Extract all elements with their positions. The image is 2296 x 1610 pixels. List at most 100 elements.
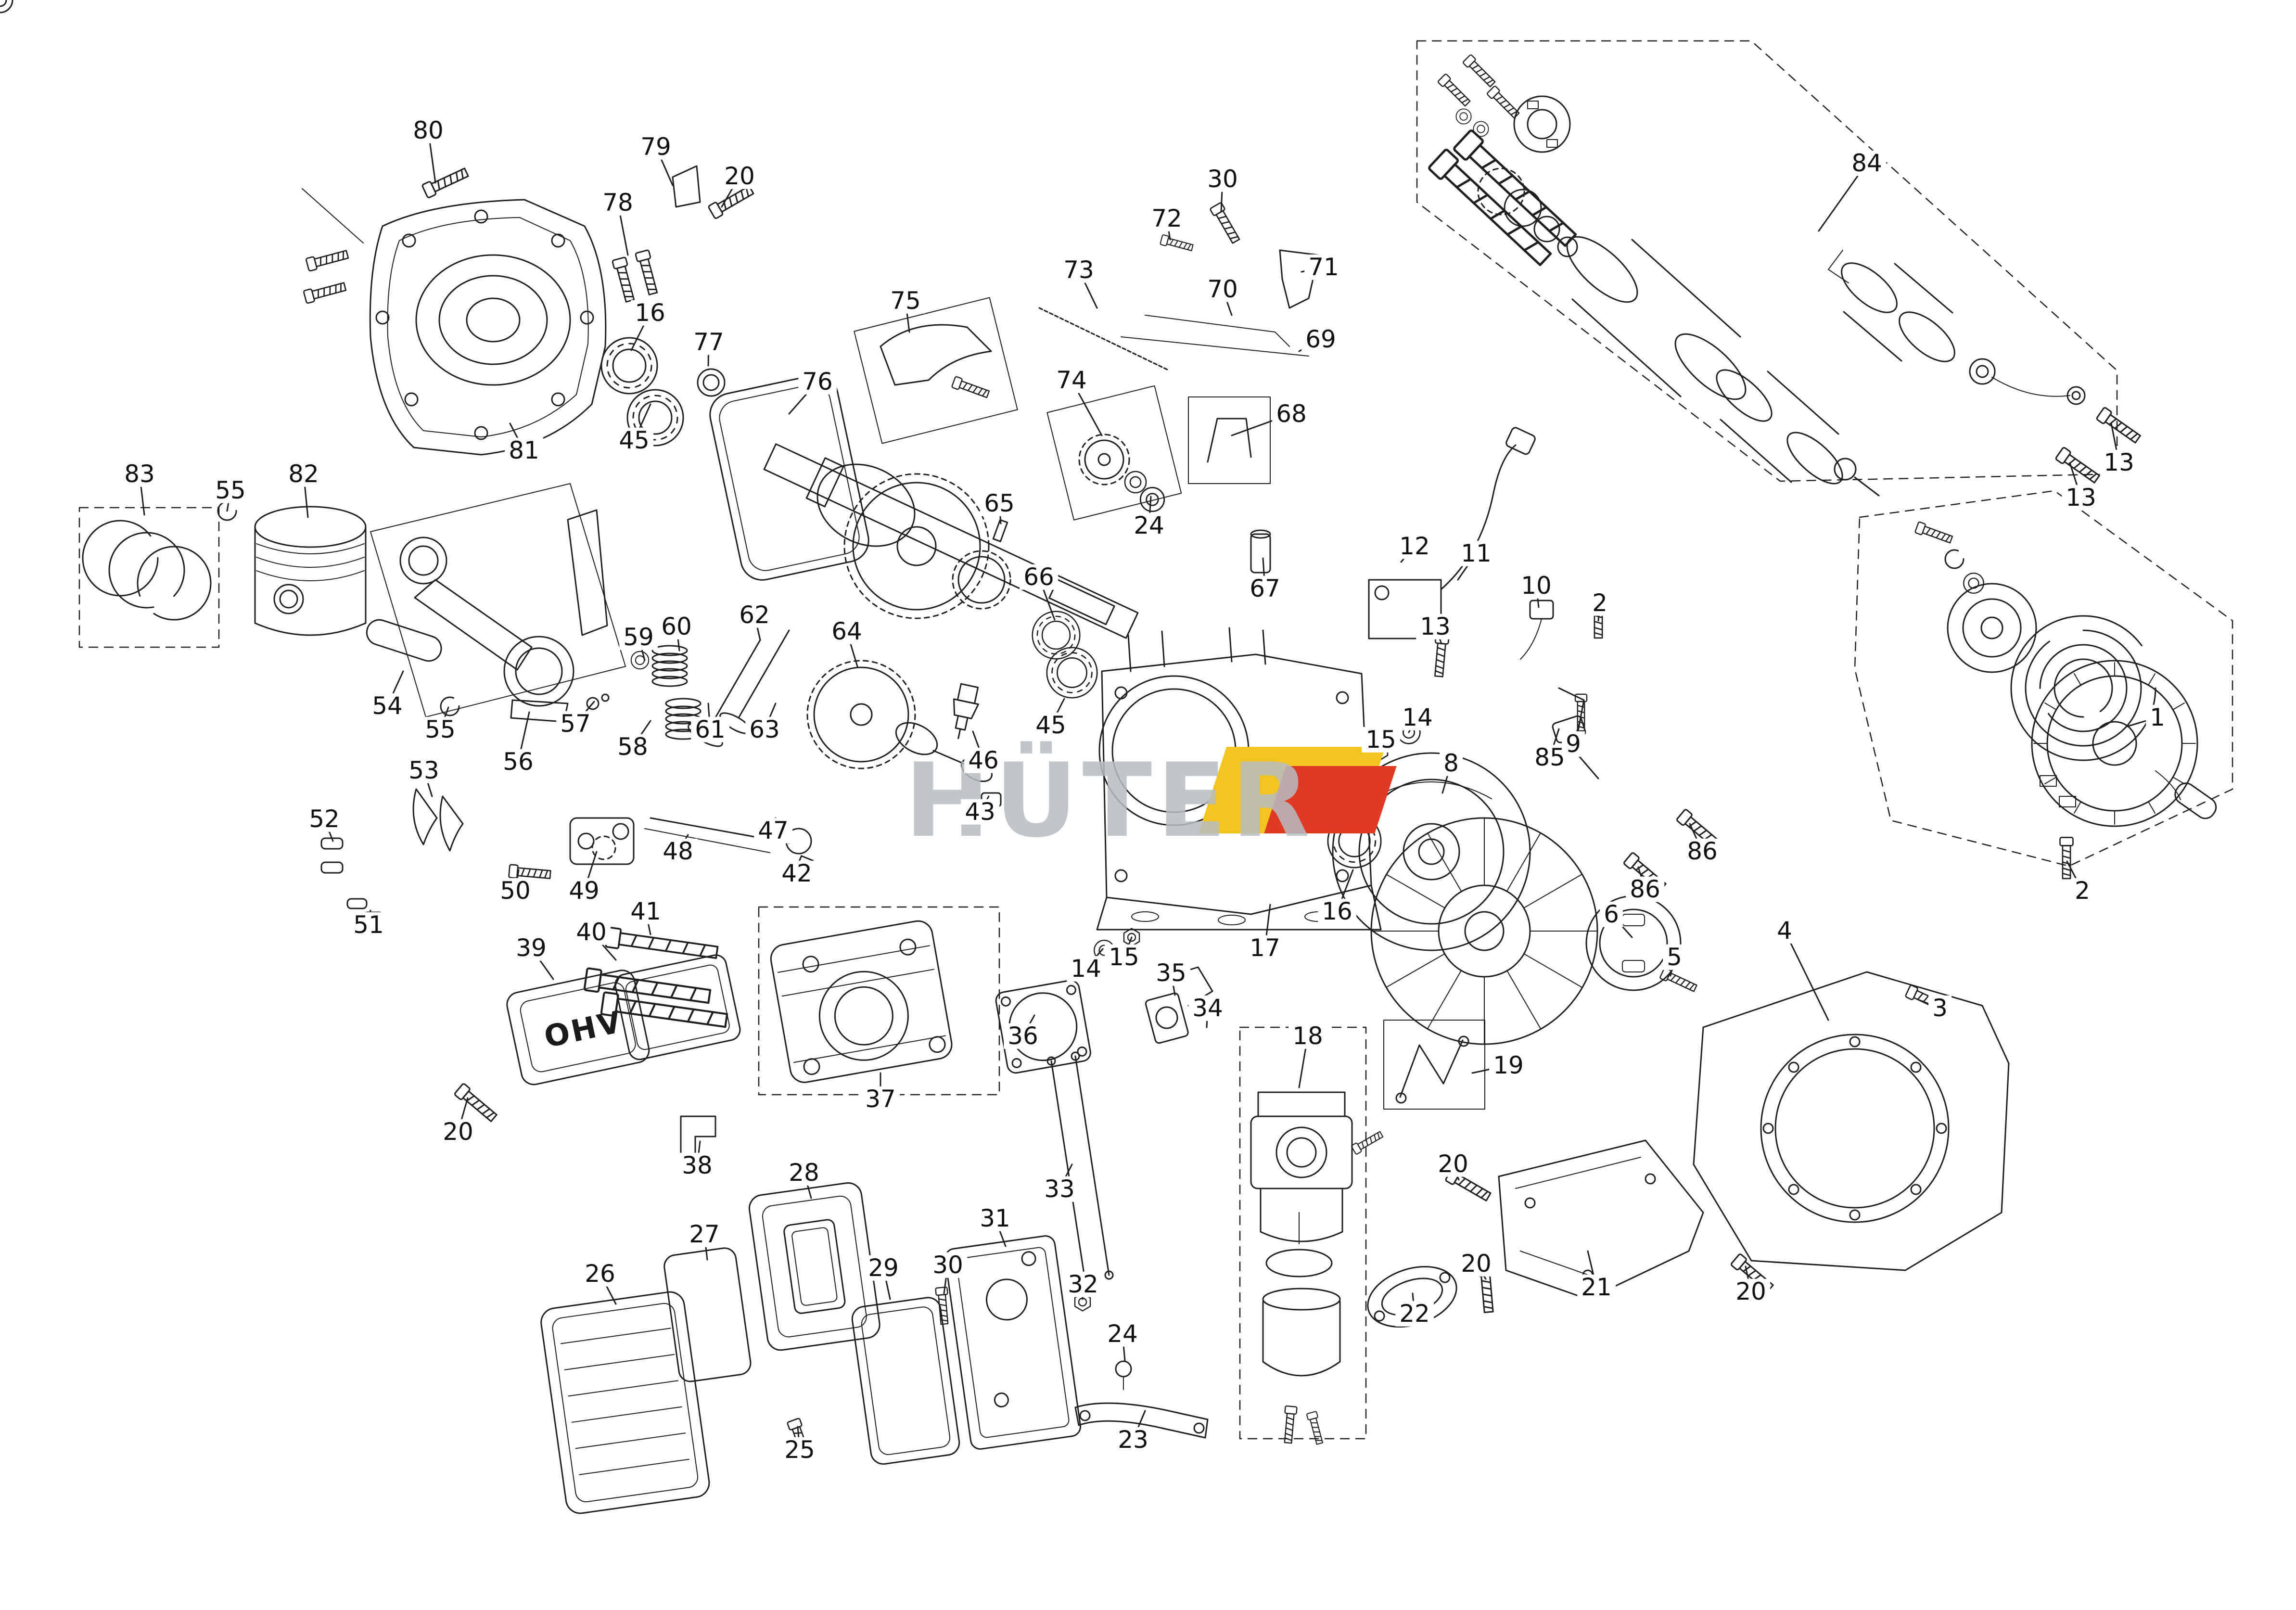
- breather-tube-23: [1074, 1402, 1209, 1439]
- valve-cover-gasket: [614, 954, 741, 1061]
- part-label: 28: [785, 1160, 823, 1186]
- part-label: 45: [1032, 713, 1070, 738]
- bracket-79: [672, 165, 701, 208]
- dowel-pin-65: [992, 519, 1008, 542]
- part-label: 2: [1588, 590, 1611, 616]
- part-label: 20: [720, 164, 759, 189]
- part-label: 37: [861, 1086, 900, 1112]
- part-label: 82: [284, 461, 323, 487]
- part-label: 71: [1304, 255, 1343, 280]
- part-label: 23: [1114, 1427, 1152, 1453]
- part-label: 80: [409, 118, 447, 143]
- part-label: 59: [619, 625, 658, 650]
- part-label: 31: [976, 1206, 1014, 1231]
- part-label: 51: [349, 912, 388, 938]
- oil-seal: [697, 368, 726, 397]
- brush-end-cap: [1513, 95, 1571, 153]
- starter-rope: [2155, 770, 2181, 800]
- part-label: 30: [929, 1252, 967, 1278]
- part-label: 63: [745, 717, 784, 742]
- part-label: 55: [211, 478, 250, 503]
- part-label: 25: [780, 1437, 819, 1463]
- crankshaft-assembly: [763, 443, 1139, 639]
- filter-element: [663, 1247, 752, 1382]
- part-label: 56: [499, 749, 537, 775]
- part-label: 69: [1301, 327, 1340, 352]
- governor-gear-74: [1078, 434, 1130, 486]
- part-label: 33: [1040, 1176, 1079, 1202]
- spark-plug-wire: [1440, 444, 1517, 590]
- part-label: 75: [886, 288, 925, 314]
- part-label: 47: [754, 818, 792, 843]
- fan-cover: [1693, 971, 2010, 1295]
- part-label: 4: [1773, 918, 1796, 944]
- part-label: 17: [1246, 935, 1284, 961]
- part-label: 9: [1562, 731, 1585, 757]
- part-label: 20: [1457, 1251, 1495, 1277]
- part-label: 62: [735, 602, 774, 628]
- part-label: 13: [1416, 614, 1454, 639]
- spark-plug: [953, 683, 979, 740]
- part-label: 20: [1434, 1151, 1472, 1177]
- governor-and-controls: [854, 202, 1319, 660]
- float-bowl: [1262, 1301, 1341, 1377]
- part-label: 24: [1103, 1321, 1142, 1347]
- part-label: 3: [1928, 996, 1952, 1021]
- part-label: 13: [2100, 450, 2138, 475]
- part-label: 1: [2146, 705, 2169, 730]
- part-label: 48: [659, 839, 697, 864]
- part-label: 55: [421, 717, 459, 742]
- recoil-spring-spiral: [2010, 615, 2156, 761]
- piston: [254, 506, 367, 636]
- construction-line: [302, 188, 364, 243]
- carb-float: [1265, 1249, 1333, 1278]
- cylinder-block: [1096, 627, 1382, 931]
- part-label: 81: [505, 438, 543, 463]
- ignition-coil: [1368, 427, 1722, 894]
- part-label: 68: [1272, 401, 1311, 427]
- oil-alert-box: [1188, 396, 1271, 484]
- part-label: 21: [1577, 1275, 1616, 1300]
- part-label: 38: [678, 1153, 716, 1178]
- part-label: 16: [1318, 899, 1356, 924]
- part-label: 79: [637, 134, 675, 160]
- part-label: 13: [2062, 485, 2100, 511]
- air-cleaner-gasket: [851, 1297, 960, 1465]
- part-label: 15: [1105, 945, 1143, 970]
- part-label: 58: [613, 734, 652, 760]
- part-label: 54: [368, 693, 407, 719]
- air-cleaner-base: [944, 1235, 1082, 1450]
- part-label: 16: [631, 300, 669, 326]
- part-label: 36: [1004, 1023, 1042, 1049]
- part-label: 27: [685, 1222, 724, 1247]
- starter-field-housing: [1566, 236, 1747, 400]
- connecting-rod: [370, 483, 626, 723]
- part-label: 24: [1130, 513, 1168, 538]
- part-label: 18: [1288, 1023, 1327, 1049]
- part-label: 22: [1395, 1301, 1434, 1327]
- air-cleaner-cover: [540, 1291, 710, 1514]
- oil-alert-bracket-68: [1207, 418, 1252, 463]
- part-label: 26: [581, 1261, 619, 1287]
- part-label: 77: [689, 330, 728, 355]
- part-label: 29: [864, 1255, 903, 1281]
- part-label: 73: [1059, 257, 1098, 283]
- control-bracket-75: [880, 324, 992, 386]
- part-label: 32: [1064, 1272, 1102, 1297]
- part-label: 65: [980, 491, 1019, 516]
- part-label: 86: [1683, 839, 1722, 864]
- starter-handle: [2174, 782, 2217, 819]
- piston-rings-set: [78, 501, 237, 648]
- part-label: 46: [964, 748, 1003, 773]
- choke-rod-70: [1145, 315, 1290, 347]
- part-label: 78: [599, 190, 637, 216]
- part-label: 39: [512, 935, 550, 961]
- part-label: 60: [657, 614, 696, 639]
- part-label: 52: [305, 806, 344, 832]
- part-label: 15: [1362, 727, 1400, 753]
- part-label: 34: [1188, 996, 1227, 1021]
- part-label: 61: [691, 717, 729, 742]
- part-label: 41: [626, 899, 665, 924]
- part-label: 14: [1067, 956, 1105, 982]
- camshaft-assembly: [806, 660, 993, 782]
